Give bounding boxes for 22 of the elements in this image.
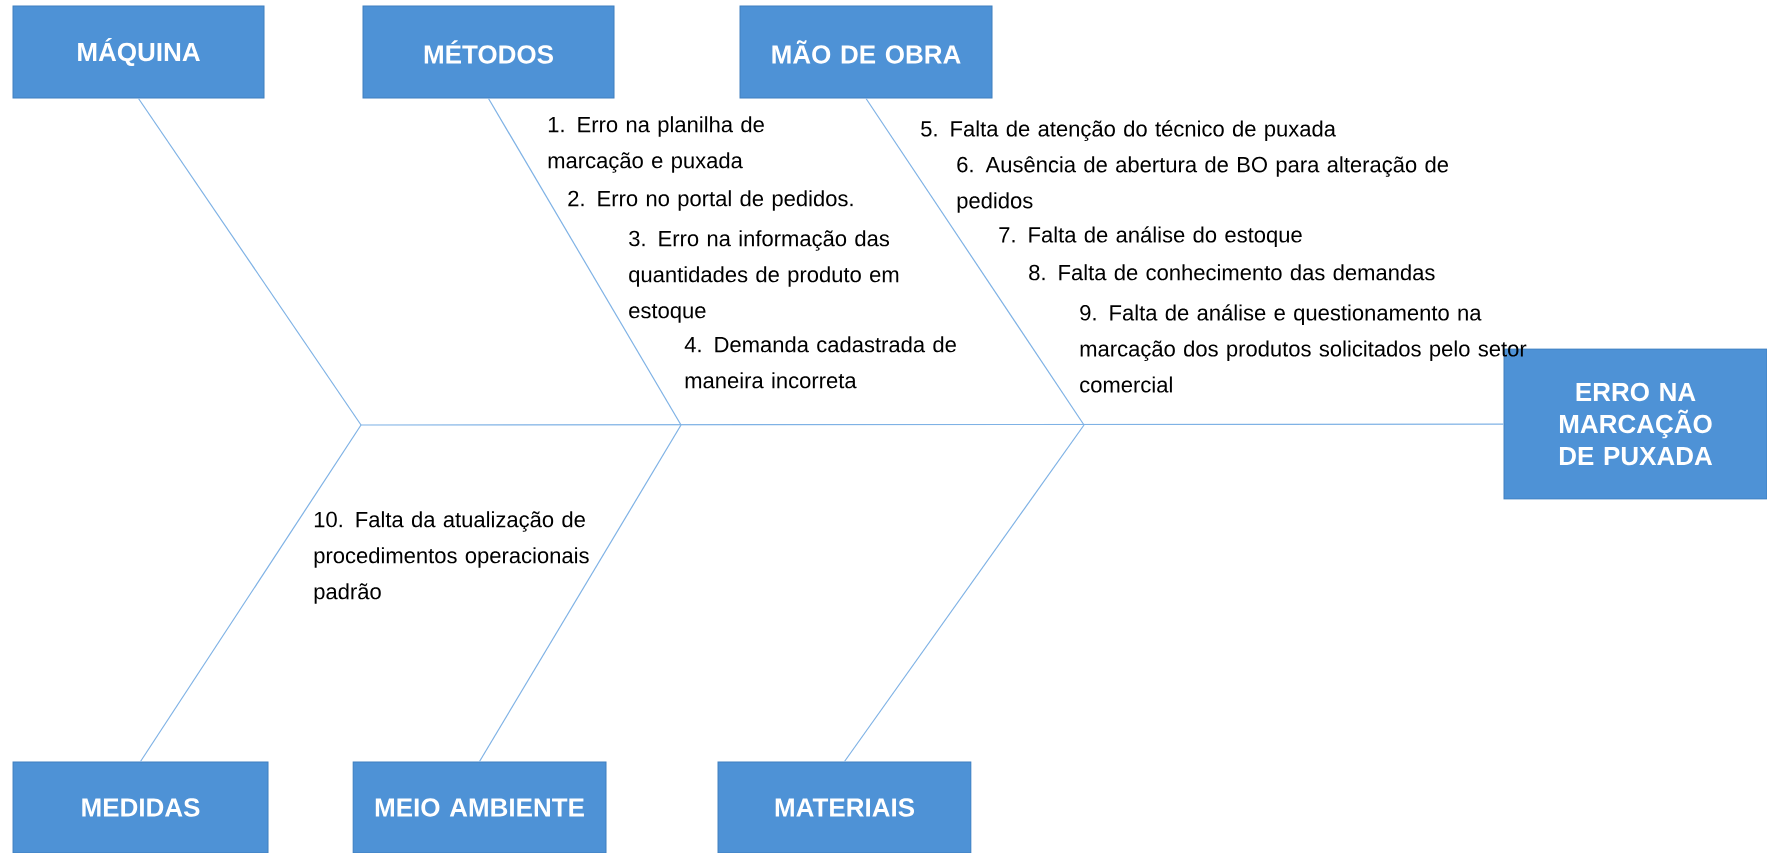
- cause-text: 2. Erro no portal de pedidos.: [568, 190, 853, 211]
- spine-line: [360, 423, 1505, 426]
- bone-line: [478, 424, 682, 763]
- bone-line: [843, 424, 1085, 763]
- category-box: MEDIDAS: [12, 761, 269, 853]
- cause-text: 3. Erro na informação das quantidades de produto em estoque: [629, 230, 899, 323]
- cause-text: 8. Falta de conhecimento das demandas: [1029, 264, 1435, 281]
- bone-line: [487, 97, 682, 426]
- category-box: MÁQUINA: [12, 5, 265, 99]
- category-box: MÉTODOS: [362, 5, 615, 99]
- category-box: MÃO DE OBRA: [739, 5, 993, 99]
- cause-text: 1. Erro na planilha de marcação e puxada: [548, 116, 764, 173]
- cause-text: 6. Ausência de abertura de BO para alteração de pedidos: [957, 156, 1448, 213]
- cause-text: 10. Falta da atualização de procedimentos operacionais padrão: [314, 511, 589, 604]
- bone-line: [137, 97, 362, 426]
- bone-line: [865, 97, 1085, 426]
- cause-text: 4. Demanda cadastrada de maneira incorreta: [684, 336, 956, 389]
- category-box: MATERIAIS: [717, 761, 972, 853]
- cause-text: 5. Falta de atenção do técnico de puxada: [921, 120, 1336, 142]
- bone-line: [139, 424, 362, 763]
- category-box: MEIO AMBIENTE: [352, 761, 607, 853]
- cause-text: 7. Falta de análise do estoque: [999, 226, 1302, 247]
